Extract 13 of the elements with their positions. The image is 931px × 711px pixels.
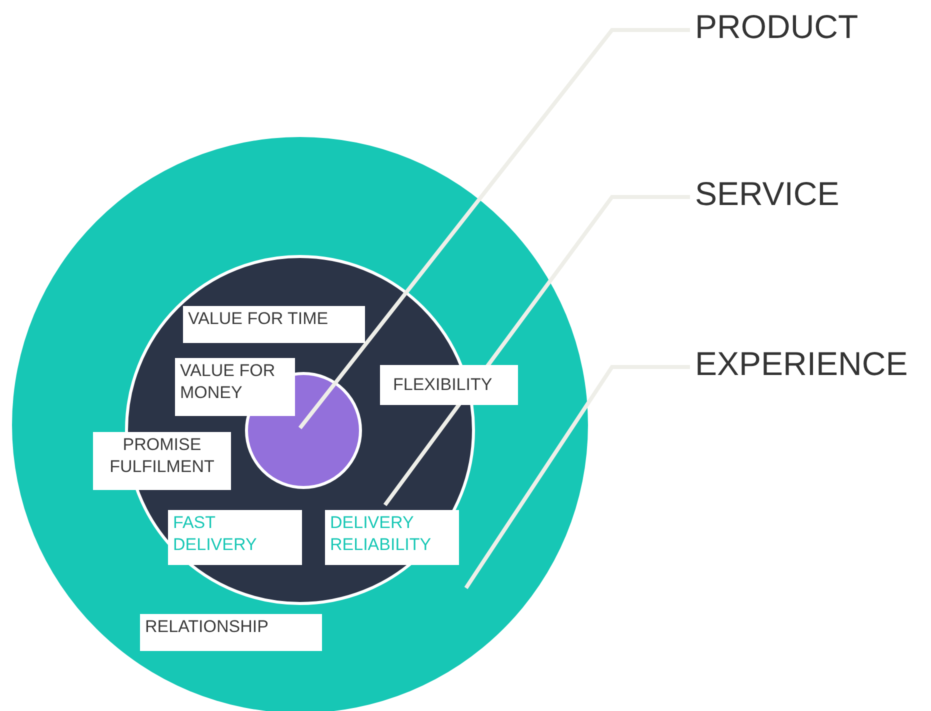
leader-line [298,28,690,430]
attribute-label: DELIVERY RELIABILITY [325,510,459,565]
attribute-label: PROMISE FULFILMENT [93,432,231,490]
attribute-label: FAST DELIVERY [168,510,302,565]
category-label: EXPERIENCE [695,345,931,385]
attribute-label: FLEXIBILITY [380,365,518,405]
attribute-label: RELATIONSHIP [140,614,322,651]
leader-line [464,365,690,590]
leader-line [383,195,690,506]
category-label: SERVICE [695,175,915,215]
attribute-label: VALUE FOR TIME [183,306,365,343]
attribute-label: VALUE FOR MONEY [175,358,295,416]
category-label: PRODUCT [695,8,915,48]
